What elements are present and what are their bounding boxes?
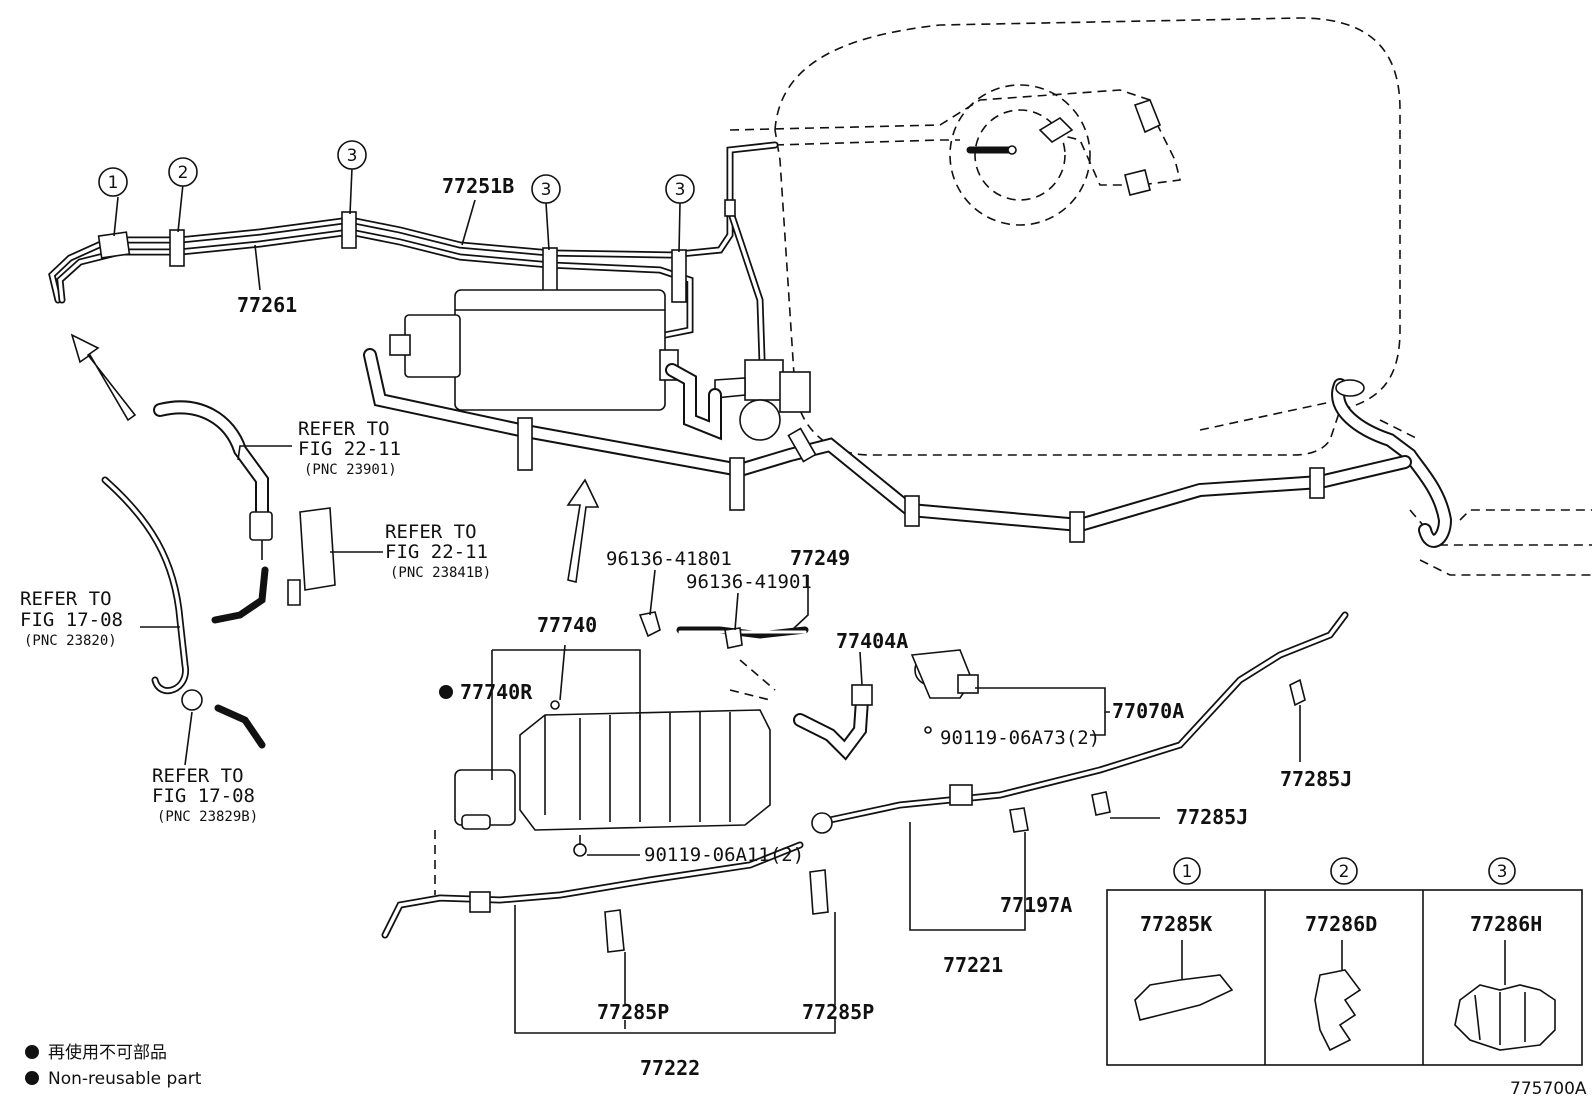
- svg-text:FIG 17-08: FIG 17-08: [20, 609, 123, 631]
- legend-dot-icon: [25, 1045, 39, 1059]
- label-77285k: 77285K: [1140, 912, 1212, 936]
- callout-3b: 3: [531, 174, 561, 204]
- label-77285j-a: 77285J: [1280, 767, 1352, 791]
- small-clips: [604, 611, 1306, 953]
- svg-text:1: 1: [1182, 862, 1193, 882]
- clip-77286h-icon: [1454, 984, 1556, 1051]
- svg-text:3: 3: [675, 180, 686, 200]
- label-96136-41901: 96136-41901: [686, 571, 812, 593]
- svg-text:3: 3: [347, 146, 358, 166]
- label-77740r: 77740R: [460, 680, 533, 704]
- refer-fig-22-11-b: REFER TO FIG 22-11 (PNC 23841B): [385, 521, 491, 581]
- bottom-legend: 再使用不可部品 Non-reusable part: [25, 1042, 202, 1089]
- label-90119-06a11: 90119-06A11(2): [644, 844, 804, 866]
- label-77222: 77222: [640, 1056, 700, 1080]
- clip-77286d-icon: [1314, 969, 1362, 1052]
- label-77286h: 77286H: [1470, 912, 1542, 936]
- callout-3c: 3: [665, 174, 695, 204]
- svg-text:(PNC 23829B): (PNC 23829B): [157, 809, 258, 825]
- refer-fig-17-08-a: REFER TO FIG 17-08 (PNC 23820): [20, 588, 123, 649]
- label-77285p-b: 77285P: [802, 1000, 874, 1024]
- svg-text:3: 3: [541, 180, 552, 200]
- svg-text:REFER TO: REFER TO: [20, 588, 112, 610]
- non-reusable-dot-icon: [439, 685, 453, 699]
- label-77286d: 77286D: [1305, 912, 1377, 936]
- svg-text:(PNC 23841B): (PNC 23841B): [390, 565, 491, 581]
- clip-77285k-icon: [1134, 974, 1234, 1021]
- svg-text:FIG 22-11: FIG 22-11: [298, 438, 401, 460]
- svg-text:2: 2: [178, 163, 189, 183]
- lower-pipes: [381, 611, 1349, 939]
- label-77404a: 77404A: [836, 629, 908, 653]
- clip-2-icon: [169, 229, 185, 267]
- upper-canister: [363, 289, 1412, 543]
- svg-text:(PNC 23820): (PNC 23820): [24, 633, 117, 649]
- svg-text:1: 1: [108, 173, 119, 193]
- dashed-connectors: [434, 659, 776, 895]
- label-77249: 77249: [790, 546, 850, 570]
- clip-3c-icon: [671, 249, 687, 303]
- svg-text:FIG 17-08: FIG 17-08: [152, 785, 255, 807]
- svg-text:2: 2: [1339, 862, 1350, 882]
- refer-fig-17-08-b: REFER TO FIG 17-08 (PNC 23829B): [152, 765, 258, 825]
- svg-text:REFER TO: REFER TO: [298, 418, 390, 440]
- leader-lines: [113, 167, 1301, 1034]
- clip-3a-icon: [341, 211, 357, 249]
- svg-text:3: 3: [1497, 862, 1508, 882]
- label-77740: 77740: [537, 613, 597, 637]
- filler-neck: [966, 99, 1453, 548]
- part-labels: 77251B 77261 77740 77740R 96136-41801 96…: [237, 174, 1352, 1080]
- callout-1: 1: [98, 167, 128, 197]
- svg-text:REFER TO: REFER TO: [385, 521, 477, 543]
- clip-legend-box: 1 2 3 77285K 77286D 77286H: [1106, 857, 1583, 1066]
- label-77251b: 77251B: [442, 174, 514, 198]
- legend-dot-icon: [25, 1071, 39, 1085]
- label-90119-06a73: 90119-06A73(2): [940, 727, 1100, 749]
- lower-canister: [454, 700, 771, 857]
- label-77070a: 77070A: [1112, 699, 1184, 723]
- svg-text:(PNC 23901): (PNC 23901): [304, 462, 397, 478]
- diagram-id: 775700A: [1510, 1079, 1587, 1099]
- legend-japanese: 再使用不可部品: [48, 1042, 167, 1063]
- label-77285p-a: 77285P: [597, 1000, 669, 1024]
- clip-1-icon: [97, 231, 131, 259]
- label-77261: 77261: [237, 293, 297, 317]
- callout-2: 2: [168, 157, 198, 187]
- svg-text:FIG 22-11: FIG 22-11: [385, 541, 488, 563]
- refer-fig-22-11-a: REFER TO FIG 22-11 (PNC 23901): [298, 418, 401, 478]
- legend-english: Non-reusable part: [48, 1069, 202, 1089]
- label-77221: 77221: [943, 953, 1003, 977]
- svg-text:REFER TO: REFER TO: [152, 765, 244, 787]
- direction-arrows: [70, 333, 600, 583]
- fuel-tank-outline: [729, 17, 1592, 576]
- label-77197a: 77197A: [1000, 893, 1072, 917]
- label-77285j-b: 77285J: [1176, 805, 1248, 829]
- callout-3a: 3: [337, 140, 367, 170]
- label-96136-41801: 96136-41801: [606, 548, 732, 570]
